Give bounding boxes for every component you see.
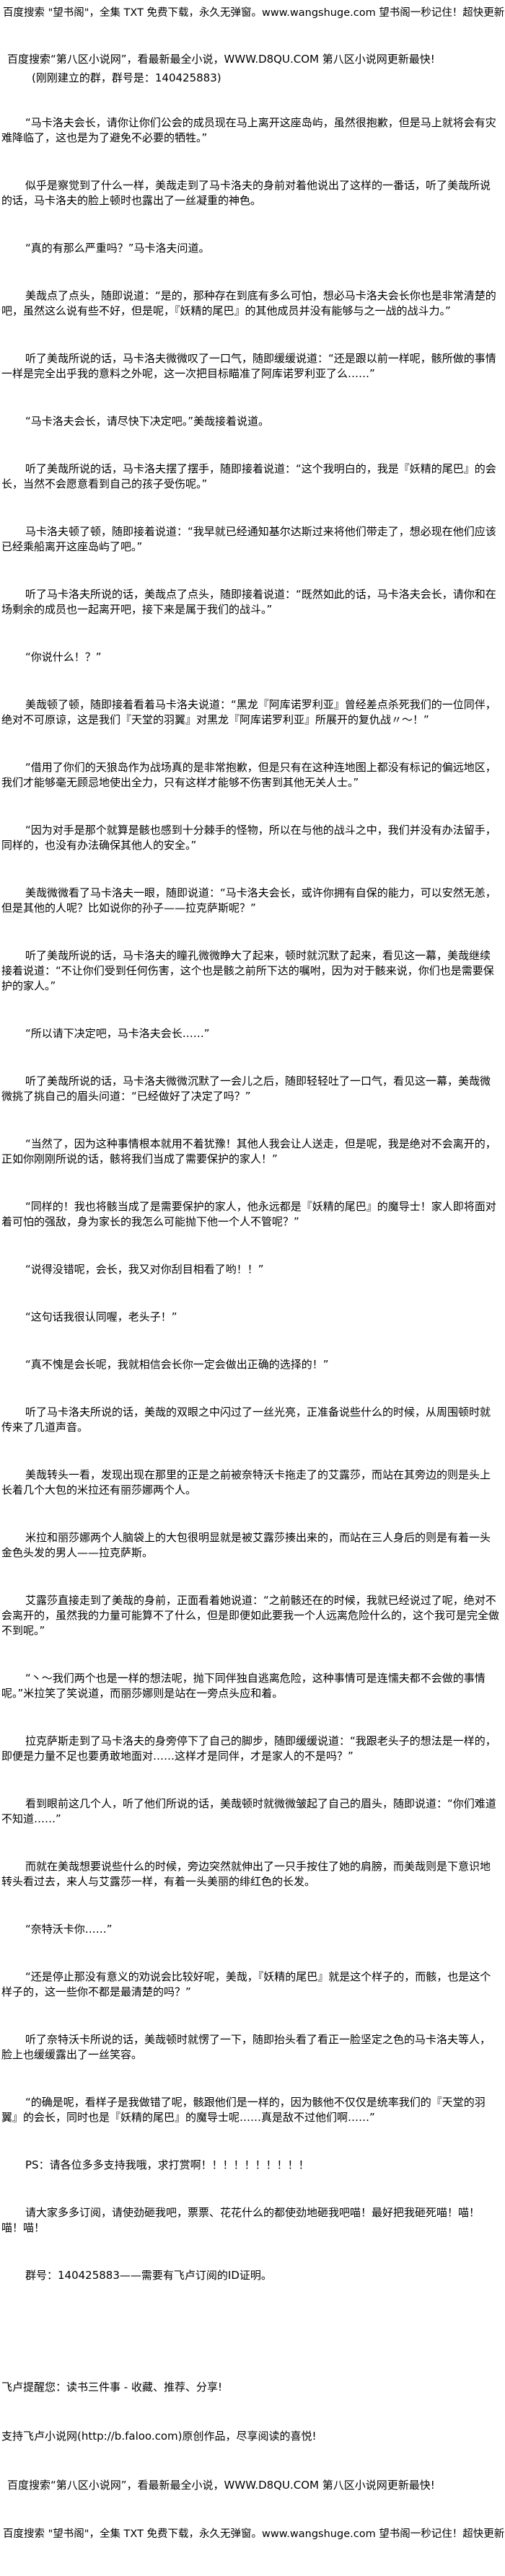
paragraph: 美哉微微看了马卡洛夫一眼，随即说道：“马卡洛夫会长，或许你拥有自保的能力，可以安…	[1, 886, 496, 914]
paragraph: 美哉转头一看，发现出现在那里的正是之前被奈特沃卡拖走了的艾露莎，而站在其旁边的则…	[1, 1468, 491, 1496]
paragraph: 听了马卡洛夫所说的话，美哉的双眼之中闪过了一丝光亮，正准备说些什么的时候，从周围…	[1, 1406, 491, 1434]
paragraph: 群号：140425883——需要有飞卢订阅的ID证明。	[25, 2269, 272, 2282]
paragraph: 艾露莎直接走到了美哉的身前，正面看着她说道：“之前骸还在的时候，我就已经说过了呢…	[1, 1594, 500, 1637]
paragraph: “的确是呢，看样子是我做错了呢，骸跟他们是一样的，因为骸他不仅仅是统率我们的『天…	[1, 2096, 486, 2124]
paragraph: 听了美哉所说的话，马卡洛夫微微叹了一口气，随即缓缓说道：“还是跟以前一样呢，骸所…	[1, 352, 496, 380]
paragraph: 美哉点了点头，随即说道：“是的，那种存在到底有多么可怕，想必马卡洛夫会长你也是非…	[1, 289, 496, 317]
paragraph: “说得没错呢，会长，我又对你刮目相看了哟！！”	[25, 1263, 264, 1276]
paragraph: “所以请下决定吧，马卡洛夫会长……”	[25, 1027, 210, 1040]
paragraph: “借用了你们的天狼岛作为战场真的是非常抱歉，但是只有在这种连地图上都没有标记的偏…	[1, 761, 496, 789]
paragraph: 请大家多多订阅，请使劲砸我吧，票票、花花什么的都使劲地砸我吧喵！最好把我砸死喵！…	[1, 2206, 480, 2234]
faloo-reminder: 飞卢提醒您：读书三件事 - 收藏、推荐、分享!	[1, 2381, 222, 2394]
page-footer: 飞卢提醒您：读书三件事 - 收藏、推荐、分享! 支持飞卢小说网(http://b…	[1, 2380, 505, 2576]
paragraph: “这句话我很认同喔，老头子！”	[25, 1310, 177, 1323]
paragraph: 听了奈特沃卡所说的话，美哉顿时就愣了一下，随即抬头看了看正一脸坚定之色的马卡洛夫…	[1, 2033, 491, 2061]
site-banner-bottom: 百度搜索 "望书阁"，全集 TXT 免费下载，永久无弹窗。www.wangshu…	[3, 2528, 505, 2540]
paragraph: “真的有那么严重吗？”马卡洛夫问道。	[25, 242, 210, 255]
paragraph: 听了马卡洛夫所说的话，美哉点了点头，随即接着说道：“既然如此的话，马卡洛夫会长，…	[1, 588, 496, 616]
paragraph: 听了美哉所说的话，马卡洛夫微微沉默了一会儿之后，随即轻轻吐了一口气，看见这一幕，…	[1, 1075, 491, 1103]
paragraph: 美哉顿了顿，随即接着看着马卡洛夫说道：“黑龙『阿库诺罗利亚』曾经差点杀死我们的一…	[1, 698, 496, 726]
faloo-support-link[interactable]: 支持飞卢小说网(http://b.faloo.com)原创作品，尽享阅读的喜悦!	[1, 2430, 317, 2443]
paragraph: 米拉和丽莎娜两个人脑袋上的大包很明显就是被艾露莎揍出来的，而站在三人身后的则是有…	[1, 1531, 491, 1559]
paragraph: 看到眼前这几个人，听了他们所说的话，美哉顿时就微微皱起了自己的眉头，随即说道：“…	[1, 1797, 496, 1825]
paragraph: “同样的！我也将骸当成了是需要保护的家人，他永远都是『妖精的尾巴』的魔导士！家人…	[1, 1200, 496, 1228]
paragraph: “当然了，因为这种事情根本就用不着犹豫！其他人我会让人送走，但是呢，我是绝对不会…	[1, 1137, 496, 1165]
paragraph: “马卡洛夫会长，请你让你们公会的成员现在马上离开这座岛屿，虽然很抱歉，但是马上就…	[1, 116, 496, 144]
d8qu-promo-top: 百度搜索“第八区小说网”，看最新最全小说，WWW.D8QU.COM 第八区小说网…	[7, 53, 435, 66]
paragraph: “马卡洛夫会长，请尽快下决定吧。”美哉接着说道。	[25, 415, 270, 428]
paragraph: “还是停止那没有意义的劝说会比较好呢，美哉，『妖精的尾巴』就是这个样子的，而骸，…	[1, 1970, 491, 1998]
paragraph: “真不愧是会长呢，我就相信会长你一定会做出正确的选择的！”	[25, 1358, 329, 1371]
paragraph: “因为对手是那个就算是骸也感到十分棘手的怪物，所以在与他的战斗之中，我们并没有办…	[1, 824, 496, 852]
d8qu-promo-bottom: 百度搜索“第八区小说网”，看最新最全小说，WWW.D8QU.COM 第八区小说网…	[7, 2479, 435, 2492]
paragraph: PS：请各位多多支持我哦，求打赏啊！！！！！！！！！！	[25, 2158, 309, 2171]
paragraph: 马卡洛夫顿了顿，随即接着说道：“我早就已经通知基尔达斯过来将他们带走了，想必现在…	[1, 525, 496, 553]
paragraph: 拉克萨斯走到了马卡洛夫的身旁停下了自己的脚步，随即缓缓说道：“我跟老头子的想法是…	[1, 1734, 496, 1763]
group-number-note: (刚刚建立的群，群号是：140425883)	[32, 71, 221, 84]
paragraph: 似乎是察觉到了什么一样，美哉走到了马卡洛夫的身前对着他说出了这样的一番话，听了美…	[1, 179, 491, 207]
paragraph: 听了美哉所说的话，马卡洛夫的瞳孔微微睁大了起来，顿时就沉默了起来，看见这一幕，美…	[1, 949, 494, 992]
paragraph: “你说什么！？”	[25, 650, 102, 663]
chapter-body: “马卡洛夫会长，请你让你们公会的成员现在马上离开这座岛屿，虽然很抱歉，但是马上就…	[1, 115, 499, 2316]
paragraph: 听了美哉所说的话，马卡洛夫摆了摆手，随即接着说道：“这个我明白的，我是『妖精的尾…	[1, 462, 496, 490]
paragraph: “丶～我们两个也是一样的想法呢，抛下同伴独自逃离危险，这种事情可是连懦夫都不会做…	[1, 1672, 486, 1700]
paragraph: 而就在美哉想要说些什么的时候，旁边突然就伸出了一只手按住了她的肩膀，而美哉则是下…	[1, 1860, 491, 1888]
paragraph: “奈特沃卡你……”	[25, 1923, 113, 1936]
site-banner-top: 百度搜索 "望书阁"，全集 TXT 免费下载，永久无弹窗。www.wangshu…	[3, 7, 505, 19]
